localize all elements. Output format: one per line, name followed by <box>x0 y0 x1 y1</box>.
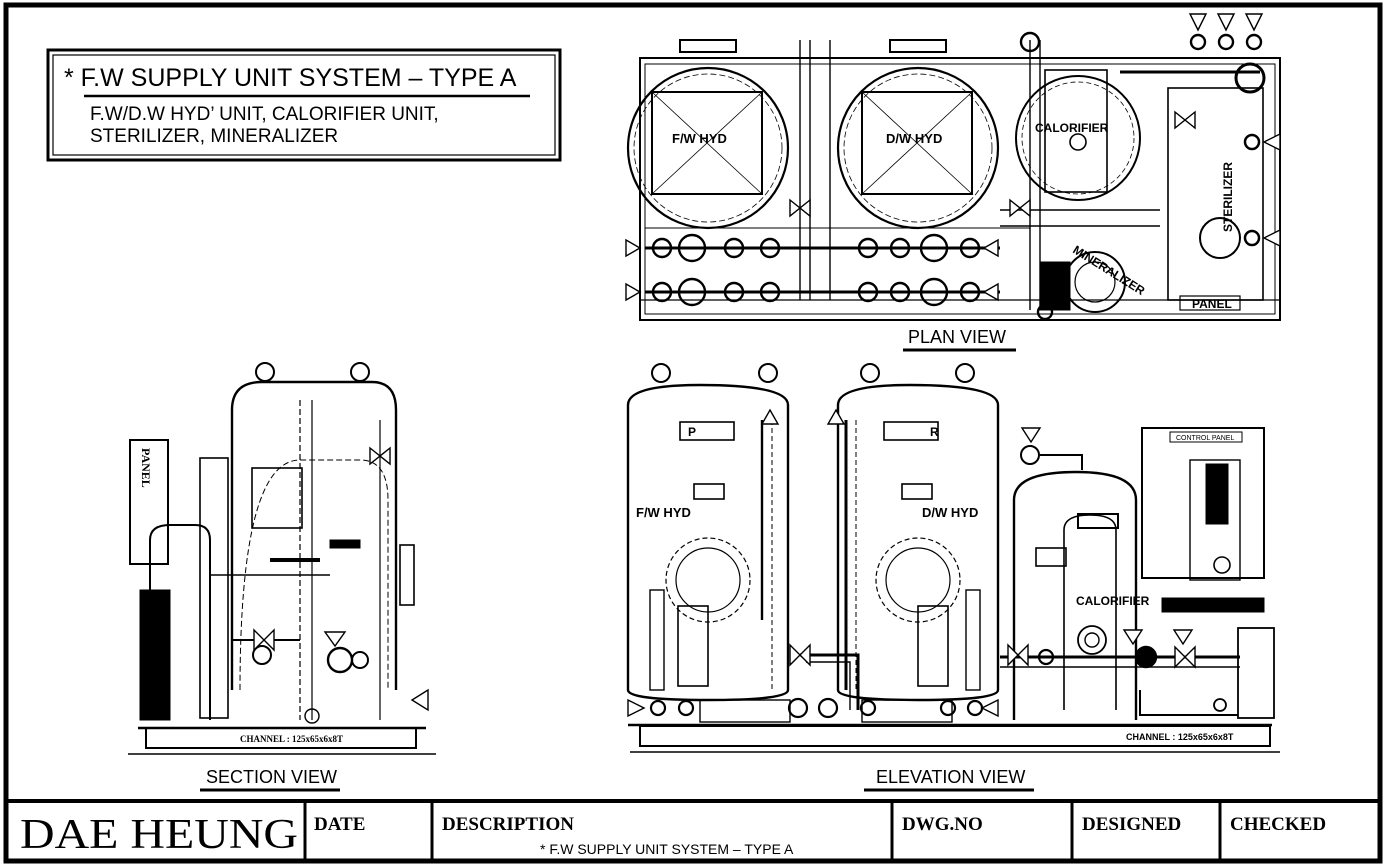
date-label: DATE <box>314 814 365 835</box>
plan-view-title: PLAN VIEW <box>908 327 1006 347</box>
elevation-view-title: ELEVATION VIEW <box>876 767 1025 787</box>
elevation-channel-note: CHANNEL : 125x65x6x8T <box>1126 732 1234 742</box>
elevation-label-control-panel: CONTROL PANEL <box>1176 435 1234 442</box>
section-panel <box>129 439 169 565</box>
section-view-title: SECTION VIEW <box>206 767 337 787</box>
plan-label-panel: PANEL <box>1192 297 1232 311</box>
designed-label: DESIGNED <box>1082 814 1181 835</box>
elevation-labels: F/W HYD D/W HYD P R CALORIFIER CONTROL P… <box>636 425 1234 742</box>
elevation-gauge-p: P <box>688 425 696 439</box>
title-note-line-1: F.W/D.W HYD’ UNIT, CALORIFIER UNIT, <box>90 104 439 125</box>
section-main-vessel <box>230 380 398 690</box>
title-note-box: * F.W SUPPLY UNIT SYSTEM – TYPE A F.W/D.… <box>46 48 562 162</box>
description-value: * F.W SUPPLY UNIT SYSTEM – TYPE A <box>540 841 794 857</box>
elevation-label-fw-hyd: F/W HYD <box>636 505 691 520</box>
title-block <box>6 799 1380 861</box>
section-channel-note: CHANNEL : 125x65x6x8T <box>240 734 343 744</box>
dwg-no-label: DWG.NO <box>902 814 983 835</box>
plan-label-dw-hyd: D/W HYD <box>886 131 942 146</box>
elevation-control-panel <box>1141 427 1265 579</box>
plan-label-calorifier: CALORIFIER <box>1035 121 1109 135</box>
plan-calorifier <box>1015 75 1141 201</box>
plan-label-fw-hyd: F/W HYD <box>672 131 727 146</box>
elevation-view <box>626 363 1280 753</box>
section-view <box>128 362 436 755</box>
elevation-calorifier <box>1012 470 1138 720</box>
elevation-label-dw-hyd: D/W HYD <box>922 505 978 520</box>
title-block-text: DAE HEUNG DATE DESCRIPTION * F.W SUPPLY … <box>20 812 1326 858</box>
section-label-panel: PANEL <box>139 448 153 488</box>
elevation-fw-vessel <box>626 383 790 702</box>
description-label: DESCRIPTION <box>442 814 574 835</box>
sheet-border <box>3 2 1383 864</box>
plan-view-labels: F/W HYD D/W HYD CALORIFIER STERILIZER MI… <box>672 121 1235 311</box>
elevation-gauge-r: R <box>930 425 939 439</box>
checked-label: CHECKED <box>1230 814 1326 835</box>
title-note-line-2: STERILIZER, MINERALIZER <box>90 126 338 147</box>
elevation-label-calorifier: CALORIFIER <box>1076 594 1150 608</box>
plan-label-sterilizer: STERILIZER <box>1221 162 1235 232</box>
company-name: DAE HEUNG <box>20 812 298 858</box>
plan-label-mineralizer: MINERALIZER <box>1070 243 1147 299</box>
plan-sterilizer <box>1199 217 1241 259</box>
plan-view <box>625 13 1281 321</box>
title-note-heading: * F.W SUPPLY UNIT SYSTEM – TYPE A <box>64 64 517 92</box>
